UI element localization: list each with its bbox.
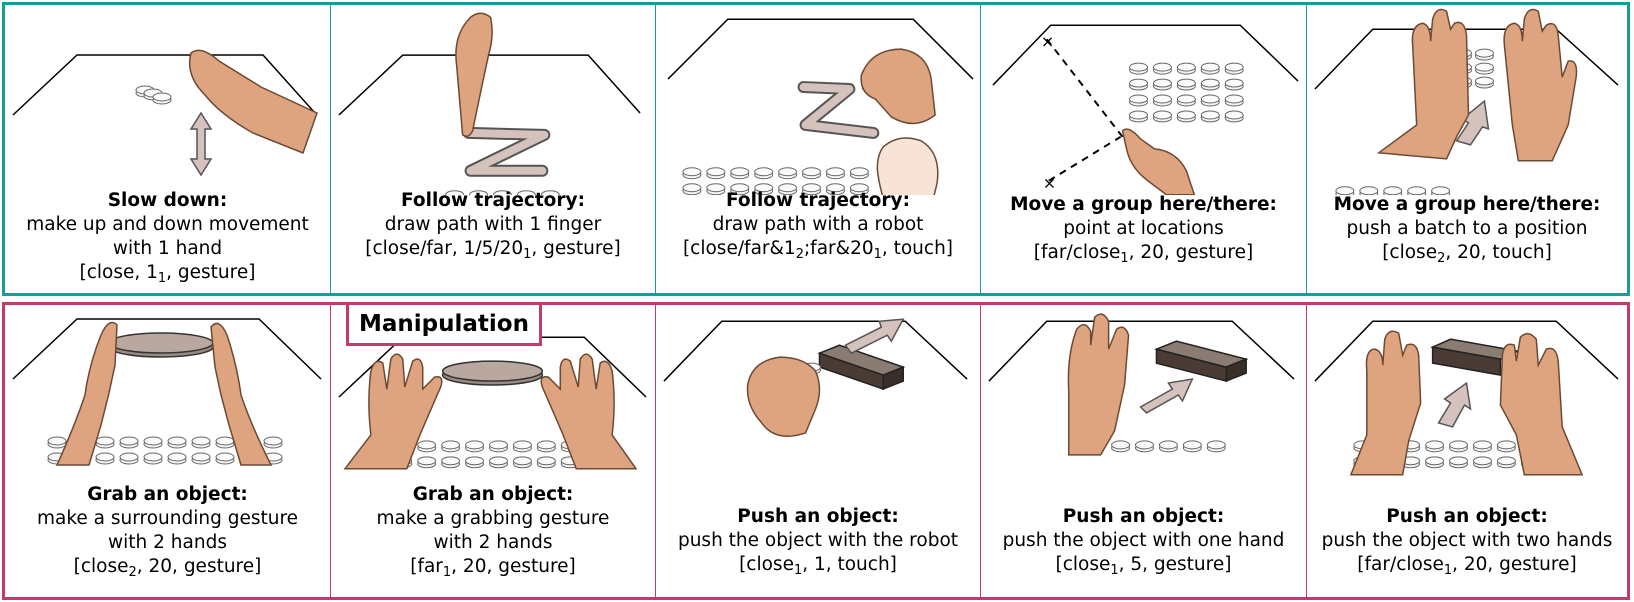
robot-push-bar-icon [663,318,968,437]
caption: Push an object: push the object with two… [1307,505,1627,583]
panel-title: Slow down: [107,190,228,211]
panel-title: Follow trajectory: [726,190,910,211]
panel-title: Push an object: [1062,506,1225,527]
panel-title: Push an object: [1386,506,1548,527]
panel-follow-trajectory-robot: Follow trajectory: draw path with a robo… [655,5,980,293]
robot-path-icon [667,18,974,195]
caption: Push an object: push the object with one… [981,505,1306,583]
panel-desc-line1: point at locations [1063,218,1224,239]
panel-tag: [close1, 5, gesture] [1055,554,1232,578]
one-hand-push-icon [988,313,1295,456]
panel-move-group-push: Move a group here/there: push a batch to… [1306,5,1627,293]
panel-title: Push an object: [737,506,899,527]
hand-updown-icon [12,49,318,177]
panel-title: Move a group here/there: [1333,194,1601,215]
panel-slow-down: Slow down: make up and down movement wit… [5,5,330,293]
caption: Move a group here/there: push a batch to… [1307,193,1627,271]
panel-desc-line1: push the object with one hand [1002,530,1285,551]
panel-tag: [far/close1, 20, gesture] [1357,554,1577,578]
svg-text:×: × [1043,174,1056,193]
caption: Slow down: make up and down movement wit… [5,189,330,291]
panel-tag: [far/close1, 20, gesture] [1033,242,1254,266]
point-locations-icon: × × [992,24,1299,195]
panel-desc-line1: push the object with the robot [677,530,959,551]
panel-tag: [close/far&12;far&201, touch] [682,238,954,262]
panel-desc-line2: with 2 hands [433,532,553,553]
panel-desc-line1: make a grabbing gesture [376,508,610,529]
panel-desc-line1: push the object with two hands [1321,530,1613,551]
panel-desc-line1: draw path with 1 finger [384,214,602,235]
panel-desc-line1: draw path with a robot [712,214,924,235]
panel-tag: [close/far, 1/5/201, gesture] [365,238,621,262]
panel-move-group-point: × × Move a group here/there: point at lo… [980,5,1306,293]
two-hands-push-icon [1314,320,1619,476]
panel-title: Move a group here/there: [1010,194,1277,215]
caption: Grab an object: make a grabbing gesture … [331,483,655,585]
panel-desc-line2: with 1 hand [112,238,223,259]
panel-title: Grab an object: [87,484,248,505]
finger-path-icon [338,12,641,195]
panel-follow-trajectory-finger: Follow trajectory: draw path with 1 fing… [330,5,655,293]
caption: Grab an object: make a surrounding gestu… [5,483,330,585]
gesture-row-top: Slow down: make up and down movement wit… [2,2,1630,296]
panel-desc-line1: make up and down movement [26,214,309,235]
caption: Follow trajectory: draw path with a robo… [656,189,980,267]
caption: Follow trajectory: draw path with 1 fing… [331,189,655,267]
push-batch-icon [1314,8,1619,195]
panel-grab-surround: Grab an object: make a surrounding gestu… [5,305,330,597]
surround-disk-icon [12,318,322,466]
panel-tag: [far1, 20, gesture] [410,556,576,580]
panel-tag: [close2, 20, touch] [1382,242,1552,266]
panel-push-robot: Push an object: push the object with the… [655,305,980,597]
panel-desc-line2: with 2 hands [108,532,227,553]
panel-grab-grabbing: Grab an object: make a grabbing gesture … [330,305,655,597]
panel-title: Grab an object: [412,484,574,505]
panel-title: Follow trajectory: [401,190,585,211]
section-label-manipulation: Manipulation [346,302,542,346]
panel-desc-line1: push a batch to a position [1346,218,1588,239]
svg-text:×: × [1041,32,1054,51]
gesture-row-bottom: Grab an object: make a surrounding gestu… [2,302,1630,600]
panel-desc-line1: make a surrounding gesture [36,508,299,529]
caption: Push an object: push the object with the… [656,505,980,583]
panel-push-two-hands: Push an object: push the object with two… [1306,305,1627,597]
panel-tag: [close1, 1, touch] [739,554,897,578]
panel-tag: [close2, 20, gesture] [73,556,262,580]
panel-tag: [close, 11, gesture] [79,262,256,286]
caption: Move a group here/there: point at locati… [981,193,1306,271]
panel-push-one-hand: Push an object: push the object with one… [980,305,1306,597]
grab-disk-icon [338,336,647,470]
